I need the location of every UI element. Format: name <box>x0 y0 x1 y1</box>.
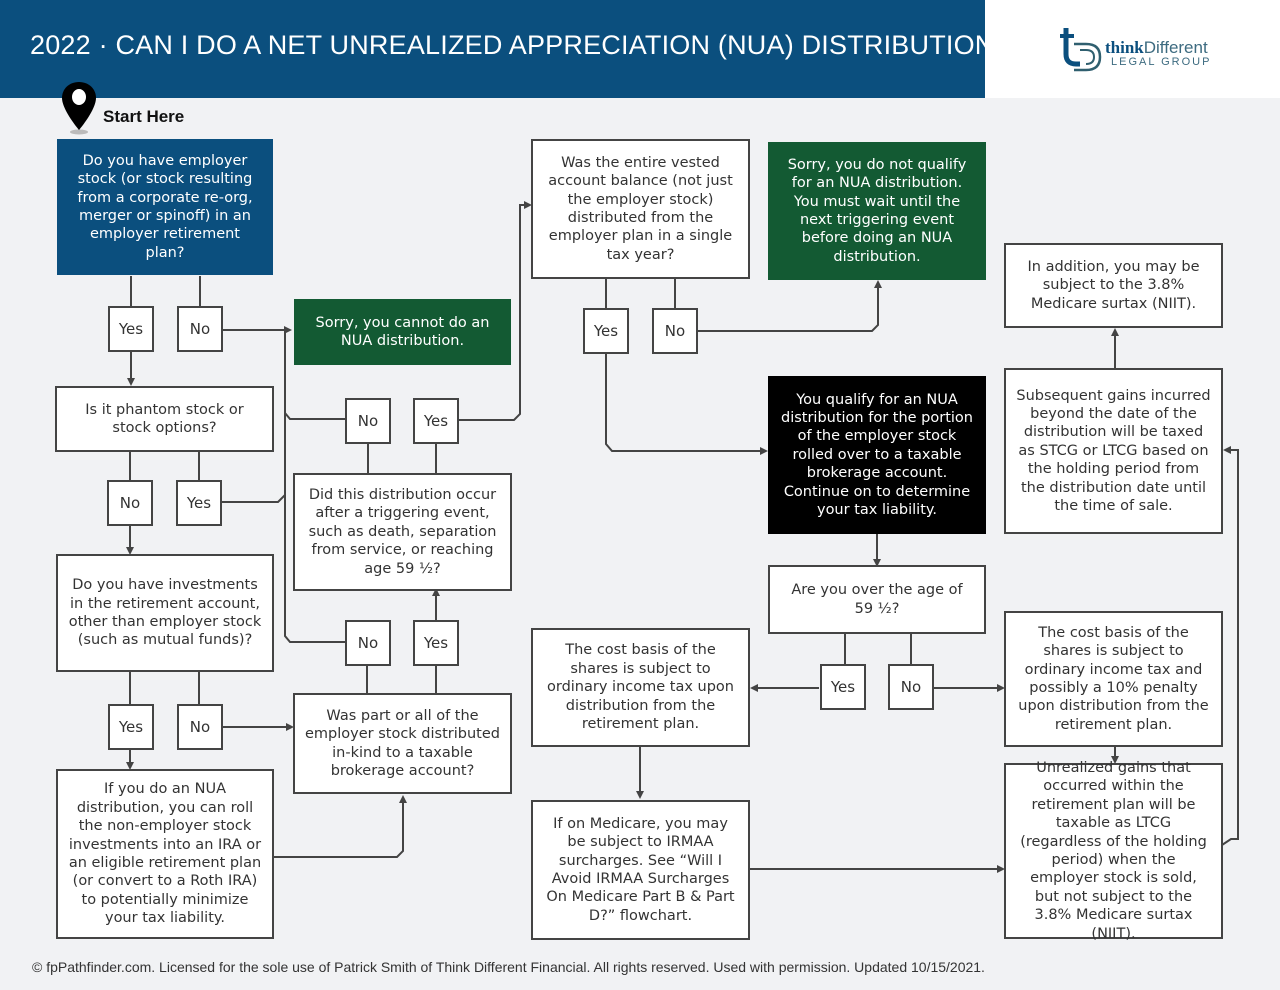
logo-area <box>985 0 1280 98</box>
answer-yes: Yes <box>413 398 459 444</box>
header-banner: 2022 · CAN I DO A NET UNREALIZED APPRECI… <box>0 0 1010 98</box>
logo-subtitle: LEGAL GROUP <box>1111 56 1212 68</box>
think-different-logo-icon <box>1060 28 1102 72</box>
answer-no: No <box>107 480 153 526</box>
question-triggering-event: Did this distribution occur after a trig… <box>293 473 512 591</box>
answer-no: No <box>177 306 223 352</box>
connector <box>1221 446 1239 846</box>
info-unrealized-gains-ltcg: Unrealized gains that occurred within th… <box>1004 760 1223 942</box>
info-irmaa-surcharges: If on Medicare, you may be subject to IR… <box>531 800 750 940</box>
end-do-not-qualify: Sorry, you do not qualify for an NUA dis… <box>768 142 986 280</box>
end-cannot-do-nua: Sorry, you cannot do an NUA distribution… <box>294 299 511 365</box>
question-phantom-stock: Is it phantom stock or stock options? <box>55 386 274 452</box>
answer-yes: Yes <box>108 306 154 352</box>
question-employer-stock: Do you have employer stock (or stock res… <box>57 139 273 275</box>
connector <box>222 494 286 503</box>
answer-yes: Yes <box>413 620 459 666</box>
start-here-label: Start Here <box>103 107 185 126</box>
answer-yes: Yes <box>583 308 629 354</box>
page-title: 2022 · CAN I DO A NET UNREALIZED APPRECI… <box>30 30 1010 60</box>
question-other-investments: Do you have investments in the retiremen… <box>56 554 274 672</box>
result-qualify-nua: You qualify for an NUA distribution for … <box>768 376 986 534</box>
answer-no: No <box>652 308 698 354</box>
info-subsequent-gains: Subsequent gains incurred beyond the dat… <box>1004 368 1223 534</box>
answer-no: No <box>345 398 391 444</box>
info-cost-basis-penalty: The cost basis of the shares is subject … <box>1004 611 1223 747</box>
question-in-kind-distribution: Was part or all of the employer stock di… <box>293 693 512 794</box>
answer-yes: Yes <box>176 480 222 526</box>
footer-copyright: © fpPathfinder.com. Licensed for the sol… <box>32 959 985 975</box>
info-medicare-surtax-niit: In addition, you may be subject to the 3… <box>1004 243 1223 328</box>
info-cost-basis-ordinary-income: The cost basis of the shares is subject … <box>531 628 750 747</box>
connector <box>605 353 768 455</box>
answer-no: No <box>177 704 223 750</box>
connector <box>274 795 407 858</box>
answer-no: No <box>345 620 391 666</box>
logo-wordmark: thinkDifferent <box>1105 38 1208 57</box>
map-pin-icon <box>62 82 96 135</box>
connector <box>284 412 345 420</box>
connector <box>698 280 882 332</box>
answer-yes: Yes <box>108 704 154 750</box>
answer-no: No <box>888 664 934 710</box>
question-over-59: Are you over the age of 59 ½? <box>768 565 986 634</box>
info-roll-non-employer-stock: If you do an NUA distribution, you can r… <box>56 769 274 939</box>
answer-yes: Yes <box>820 664 866 710</box>
question-entire-balance: Was the entire vested account balance (n… <box>531 139 750 279</box>
